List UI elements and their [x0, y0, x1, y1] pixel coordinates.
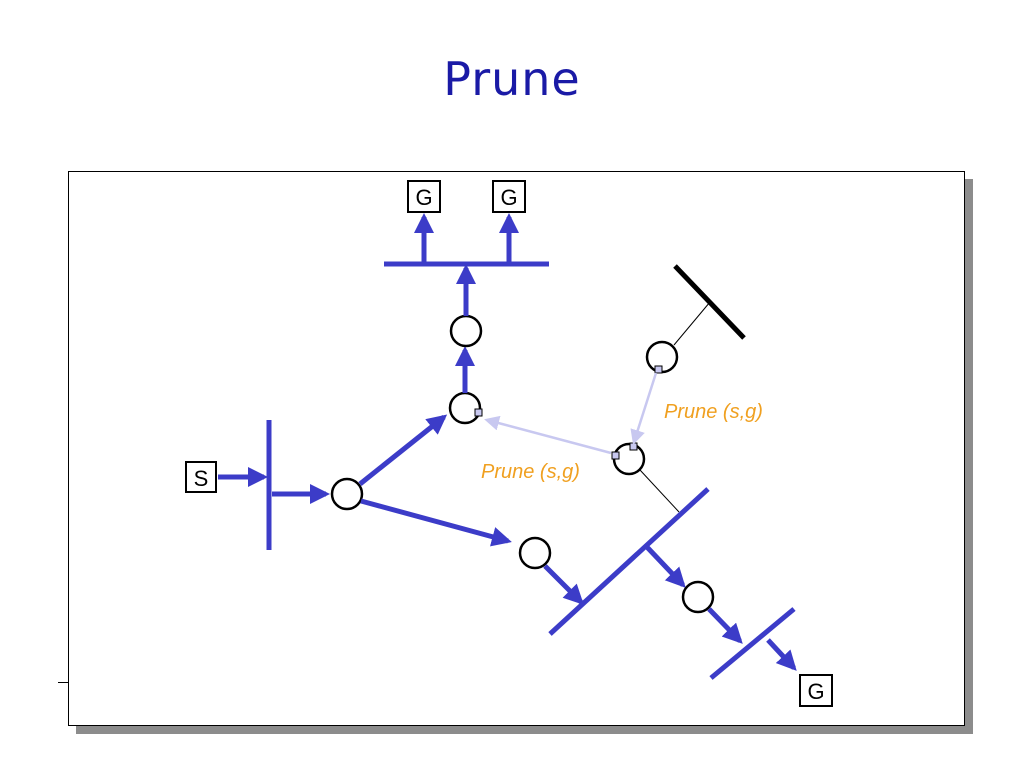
router-5	[518, 536, 552, 570]
router-1	[330, 477, 364, 511]
router-2-port	[474, 408, 483, 417]
router-2	[448, 391, 482, 425]
edge-tick	[58, 682, 69, 683]
group-node-3: G	[799, 674, 833, 707]
lower-lan	[709, 607, 796, 680]
router-3	[449, 314, 483, 348]
arrow-router7-to-lower-lan	[707, 607, 743, 644]
arrow-router1-to-router2	[358, 414, 448, 486]
arrow-router1-to-router5	[360, 498, 512, 547]
pruned-link-lower	[639, 469, 680, 513]
router-6-port-b	[611, 451, 620, 460]
group-label-3: G	[807, 679, 824, 704]
arrow-router5-to-middle-lan	[543, 564, 584, 605]
prune-arrow-lower	[484, 415, 612, 455]
router-4-port	[654, 365, 663, 374]
group-label-2: G	[500, 185, 517, 210]
prune-label-lower: Prune (s,g)	[481, 461, 580, 483]
pruned-link-upper	[673, 301, 711, 346]
arrow-middle-lan-to-router7	[644, 544, 686, 588]
middle-lan	[548, 487, 710, 636]
prune-label-upper: Prune (s,g)	[664, 401, 763, 423]
router-7	[681, 580, 715, 614]
prune-arrow-upper	[630, 372, 658, 445]
slide-title: Prune	[443, 52, 581, 106]
group-label-1: G	[415, 185, 432, 210]
router-6-port-a	[629, 442, 638, 451]
group-node-2: G	[492, 180, 526, 213]
arrow-lower-lan-to-group-3	[766, 638, 797, 671]
source-node: S	[185, 461, 217, 493]
group-node-1: G	[407, 180, 441, 213]
source-label: S	[194, 466, 209, 491]
